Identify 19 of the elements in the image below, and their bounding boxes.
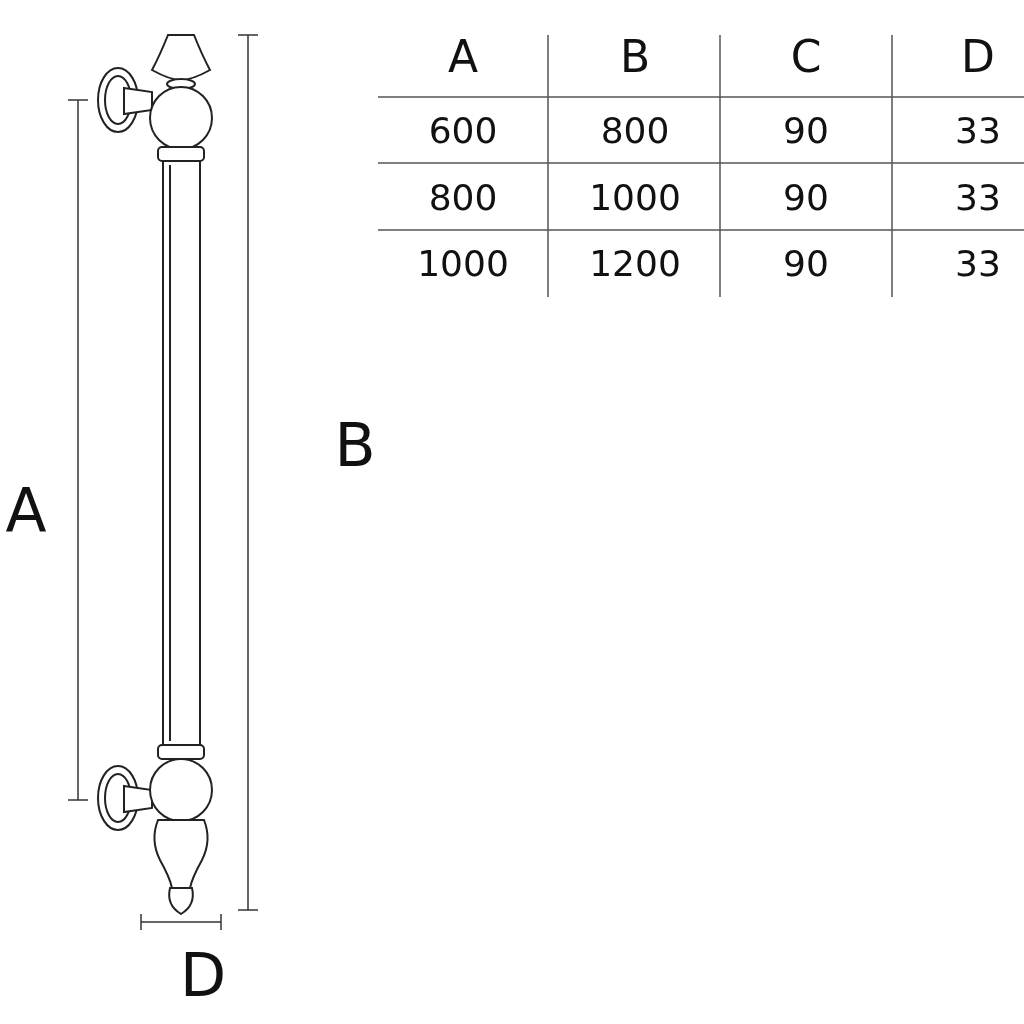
dimension-value: 600 [428,113,498,149]
dimension-value: 90 [783,180,829,216]
dimension-value: 33 [955,180,1001,216]
column-header: D [961,35,995,79]
dimension-letter: A [5,480,47,540]
dimension-value: 90 [783,246,829,282]
dimension-value: 33 [955,246,1001,282]
dimension-letter: B [334,415,376,475]
dimension-value: 1000 [589,180,681,216]
dimension-value: 800 [428,180,498,216]
dimension-value: 90 [783,113,829,149]
dimension-value: 800 [600,113,670,149]
dimension-value: 1000 [417,246,509,282]
column-header: A [447,35,479,79]
column-header: B [619,35,651,79]
dimension-letter: D [179,945,227,1005]
dimension-value: 33 [955,113,1001,149]
column-header: C [790,35,822,79]
dimension-value: 1200 [589,246,681,282]
